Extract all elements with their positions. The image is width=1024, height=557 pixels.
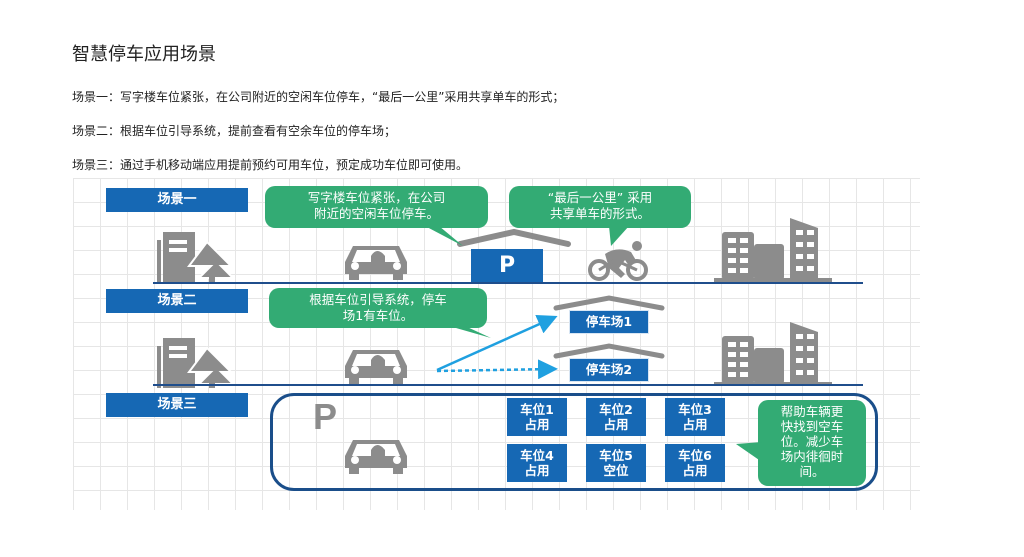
parking-lot-frame xyxy=(270,393,878,491)
ground-line-scene1 xyxy=(153,282,863,284)
parking-lot-1: 停车场1 xyxy=(569,310,649,334)
city-buildings-icon xyxy=(714,218,832,282)
scenario-line-2: 场景二：根据车位引导系统，提前查看有空余车位的停车场； xyxy=(72,124,397,138)
city-buildings-icon xyxy=(714,322,832,386)
callout-tail xyxy=(736,442,762,462)
callout-scene2: 根据车位引导系统，停车 场1有车位。 xyxy=(269,288,491,338)
space-name: 车位4 xyxy=(520,448,554,463)
scene1-label: 场景一 xyxy=(106,188,248,212)
parking-sign-scene1: P xyxy=(471,249,543,282)
parking-space-1: 车位1 占用 xyxy=(507,398,567,436)
callout-scene3: 帮助车辆更 快找到空车 位。减少车 场内徘徊时 间。 xyxy=(736,400,866,486)
car-icon xyxy=(345,440,407,474)
callout-line: 共享单车的形式。 xyxy=(549,206,650,221)
scenario-line-3: 场景三：通过手机移动端应用提前预约可用车位，预定成功车位即可使用。 xyxy=(72,158,469,172)
parking-sign-scene3: P xyxy=(313,396,338,437)
callout-line: 根据车位引导系统，停车 xyxy=(309,292,447,307)
space-status: 占用 xyxy=(524,463,550,478)
space-status: 占用 xyxy=(524,417,550,432)
parking-space-4: 车位4 占用 xyxy=(507,444,567,482)
parking-space-5: 车位5 空位 xyxy=(586,444,646,482)
car-icon xyxy=(345,350,407,384)
callout-line: 快找到空车 xyxy=(780,419,844,434)
space-status: 空位 xyxy=(603,463,629,478)
parking-lot-2: 停车场2 xyxy=(569,358,649,382)
callout-line: 间。 xyxy=(799,464,825,479)
callout-line: 场1有车位。 xyxy=(342,308,414,323)
lot2-roof-icon xyxy=(553,343,665,359)
scenario-line-1: 场景一：写字楼车位紧张，在公司附近的空闲车位停车，“最后一公里”采用共享单车的形… xyxy=(72,90,565,104)
space-status: 占用 xyxy=(603,417,629,432)
bicycle-icon xyxy=(588,241,648,281)
guidance-arrows xyxy=(436,315,558,380)
callout-scene1-office: 写字楼车位紧张，在公司 附近的空闲车位停车。 xyxy=(265,186,488,246)
diagram-board: 场景一 P xyxy=(73,178,920,510)
space-name: 车位2 xyxy=(599,402,633,417)
lot1-roof-icon xyxy=(553,295,665,311)
car-icon xyxy=(345,246,407,280)
parking-space-3: 车位3 占用 xyxy=(665,398,725,436)
callout-line: 写字楼车位紧张，在公司 xyxy=(307,190,446,205)
space-name: 车位5 xyxy=(599,448,633,463)
callout-tail xyxy=(425,226,463,246)
page-title: 智慧停车应用场景 xyxy=(72,44,216,65)
parking-roof-icon xyxy=(457,228,571,247)
dotted-arrow-icon xyxy=(436,359,558,380)
callout-line: “最后一公里” 采用 xyxy=(547,190,653,205)
space-status: 占用 xyxy=(682,417,708,432)
callout-line: 帮助车辆更 xyxy=(780,404,844,419)
space-name: 车位3 xyxy=(678,402,712,417)
callout-tail xyxy=(449,326,491,338)
callout-line: 位。减少车 xyxy=(780,434,844,449)
callout-tail xyxy=(609,226,629,246)
space-name: 车位6 xyxy=(678,448,712,463)
space-status: 占用 xyxy=(682,463,708,478)
callout-line: 场内徘徊时 xyxy=(780,449,844,464)
space-name: 车位1 xyxy=(520,402,554,417)
callout-scene1-bike: “最后一公里” 采用 共享单车的形式。 xyxy=(509,186,691,246)
callout-line: 附近的空闲车位停车。 xyxy=(313,206,439,221)
parking-space-2: 车位2 占用 xyxy=(586,398,646,436)
parking-space-6: 车位6 占用 xyxy=(665,444,725,482)
scene3-label: 场景三 xyxy=(106,393,248,417)
office-tree-icon xyxy=(157,232,236,282)
ground-line-scene2 xyxy=(153,384,863,386)
arrow-icon xyxy=(436,315,558,372)
scene2-label: 场景二 xyxy=(106,289,248,313)
office-tree-icon xyxy=(157,338,236,388)
